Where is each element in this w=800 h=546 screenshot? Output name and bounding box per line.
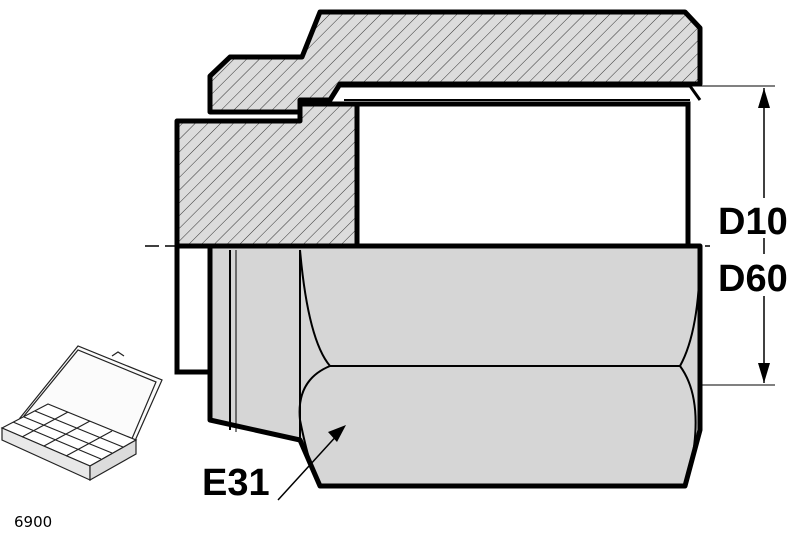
parts-organizer-box-icon (0, 345, 163, 482)
inner-bore (354, 101, 691, 249)
e31-arrow (328, 425, 346, 442)
nut-upper-section (207, 9, 703, 115)
label-e31: E31 (202, 462, 270, 504)
sleeve-upper-section (174, 101, 360, 249)
article-number: 6900 (14, 513, 52, 531)
e31-leader (277, 431, 341, 501)
hex-flat-curve-lower (298, 365, 697, 487)
sleeve-lower-view (174, 243, 213, 375)
label-d60: D60 (718, 258, 788, 300)
bore-chamfer (340, 84, 702, 101)
dim-arrow-top (758, 88, 770, 108)
dim-arrow-bottom (758, 363, 770, 383)
d60-label-bg (714, 254, 800, 296)
d10-label-bg (714, 198, 800, 238)
label-d10: D10 (718, 201, 788, 243)
